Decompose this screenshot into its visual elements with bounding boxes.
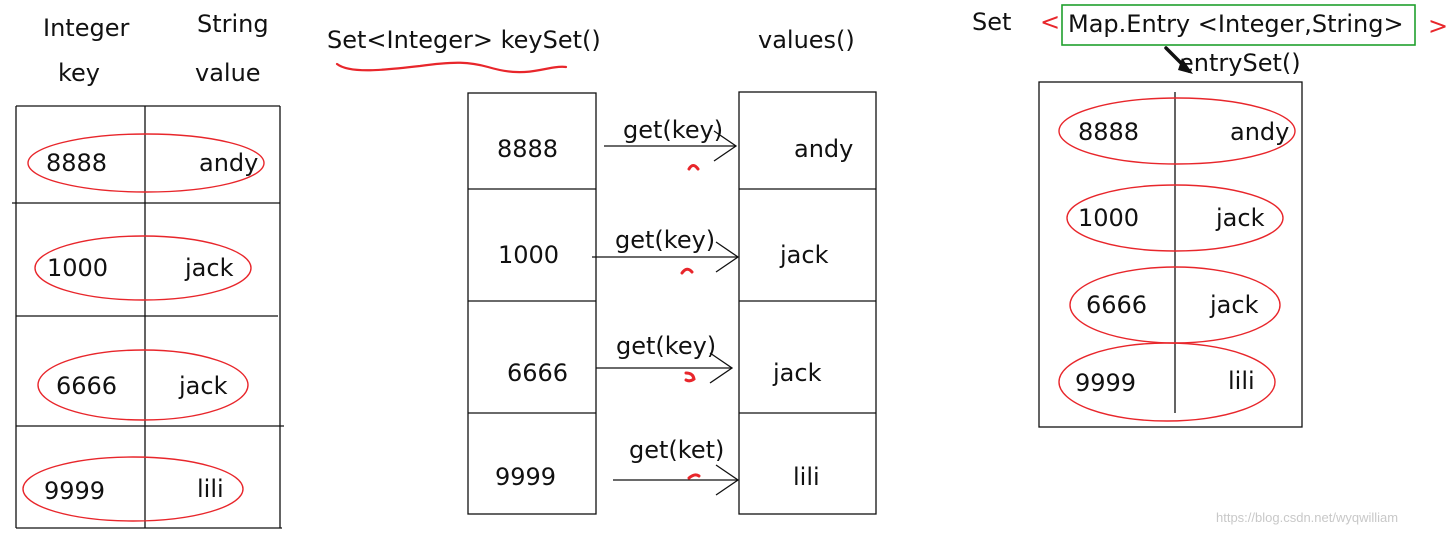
values-item: lili [793, 463, 820, 491]
entry-row-ellipses [1058, 97, 1296, 422]
entry-row-key: 6666 [1086, 291, 1148, 319]
entry-row-value: andy [1230, 118, 1290, 146]
entryset-entry-type: Map.Entry <Integer,String> [1068, 10, 1404, 38]
map-row-value: jack [179, 372, 228, 400]
arrow-4 [613, 464, 740, 496]
arrow-label: get(ket) [629, 436, 725, 464]
entryset-grid [1038, 81, 1303, 428]
map-row-key: 6666 [56, 372, 118, 400]
values-title: values() [758, 26, 855, 54]
map-row-ellipse [27, 133, 265, 193]
entryset-method: entrySet() [1179, 49, 1301, 77]
values-item: jack [780, 241, 829, 269]
arrow-2 [592, 241, 740, 273]
arrow-label: get(key) [616, 332, 717, 360]
arrow-1 [604, 130, 738, 162]
entry-row-value: jack [1210, 291, 1259, 319]
entryset-set-label: Set [972, 8, 1012, 36]
entryset-open-bracket: < [1040, 8, 1061, 36]
arrow-label: get(key) [615, 226, 716, 254]
entry-row-value: jack [1216, 204, 1265, 232]
underline-squiggle [335, 61, 568, 74]
arrow-label: get(key) [623, 116, 724, 144]
watermark-text: https://blog.csdn.net/wyqwilliam [1216, 510, 1399, 525]
entry-row-value: lili [1228, 367, 1255, 395]
map-row-key: 8888 [46, 149, 108, 177]
entry-row-key: 8888 [1078, 118, 1140, 146]
entry-type-box [1061, 4, 1416, 46]
map-row-ellipse [22, 456, 244, 522]
map-value-type-label: String [197, 10, 269, 38]
keyset-title: Set<Integer> keySet() [327, 26, 601, 54]
arrow-3 [596, 352, 734, 384]
entry-row-key: 9999 [1075, 369, 1137, 397]
values-item: jack [773, 359, 822, 387]
map-row-value: lili [197, 475, 224, 503]
red-ticks [680, 164, 701, 480]
keyset-key: 8888 [497, 135, 559, 163]
keyset-key: 6666 [507, 359, 569, 387]
entry-row-ellipse [1058, 97, 1296, 165]
map-row-value: jack [185, 254, 234, 282]
entry-row-ellipse [1066, 184, 1284, 252]
map-row-ellipse [34, 235, 252, 301]
keyset-key: 1000 [498, 241, 560, 269]
map-row-key: 1000 [47, 254, 109, 282]
map-row-value: andy [199, 149, 259, 177]
entryset-close-bracket: > [1428, 12, 1449, 40]
entry-row-ellipse [1058, 342, 1276, 422]
entry-row-key: 1000 [1078, 204, 1140, 232]
values-item: andy [794, 135, 854, 163]
map-key-type-label: Integer [43, 14, 130, 42]
map-row-ellipse [37, 349, 249, 421]
map-table-grid [12, 105, 284, 529]
keyset-grid [467, 92, 597, 515]
map-row-ellipses [22, 133, 265, 522]
get-arrows [592, 130, 740, 496]
pointer-arrow-head [1178, 58, 1193, 74]
map-key-header: key [58, 59, 101, 87]
values-grid [738, 91, 877, 515]
map-row-key: 9999 [44, 477, 106, 505]
map-value-header: value [195, 59, 261, 87]
keyset-key: 9999 [495, 463, 557, 491]
